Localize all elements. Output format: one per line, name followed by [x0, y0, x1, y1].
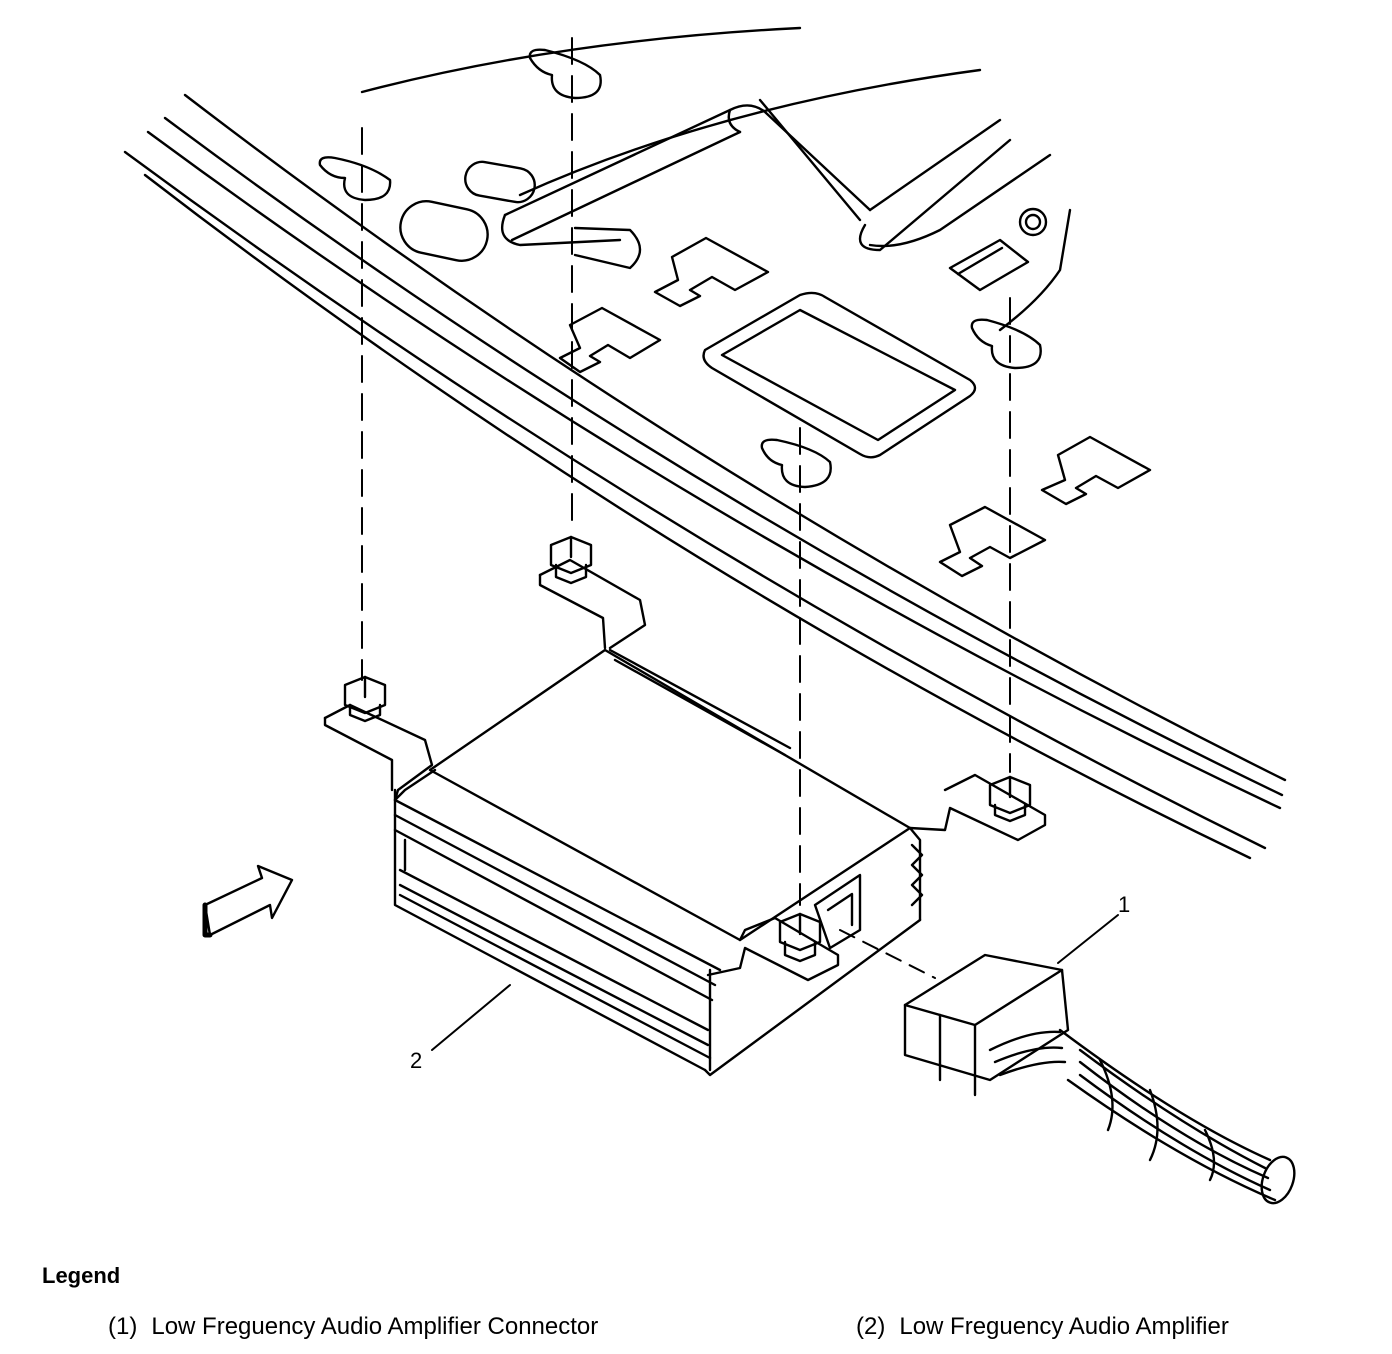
- legend-item-text: Low Freguency Audio Amplifier: [899, 1313, 1229, 1340]
- amplifier-mounting-diagram: 1 2: [123, 26, 1296, 1205]
- t-cutouts: [558, 236, 1152, 578]
- amplifier-body: [393, 648, 924, 1077]
- panel-ribs: [500, 104, 1012, 252]
- legend-title: Legend: [42, 1263, 121, 1288]
- roof-rail: [123, 93, 1287, 860]
- legend-item-2: (2) Low Freguency Audio Amplifier: [856, 1313, 1229, 1341]
- panel-holes: [399, 160, 1048, 292]
- harness-connector: [903, 953, 1296, 1205]
- callout-1: 1: [1118, 892, 1130, 917]
- exploded-view-illustration: 1 2: [123, 26, 1296, 1205]
- mounting-brackets: [323, 558, 1047, 982]
- legend-item-number: (2): [856, 1313, 886, 1340]
- mounting-nuts: [343, 535, 1032, 963]
- legend-item-1: (1) Low Freguency Audio Amplifier Connect…: [108, 1313, 598, 1341]
- view-arrow-icon: [202, 864, 294, 938]
- legend: Legend (1) Low Freguency Audio Amplifier …: [0, 1255, 1392, 1354]
- legend-item-text: Low Freguency Audio Amplifier Connector: [151, 1313, 599, 1340]
- callout-2: 2: [410, 1048, 422, 1073]
- panel-boss: [702, 291, 977, 459]
- alignment-lines: [361, 37, 1011, 979]
- roof-panel: [360, 26, 1072, 332]
- keyhole-slots: [318, 48, 1042, 489]
- callout-leaders: [431, 914, 1119, 1051]
- legend-item-number: (1): [108, 1313, 138, 1340]
